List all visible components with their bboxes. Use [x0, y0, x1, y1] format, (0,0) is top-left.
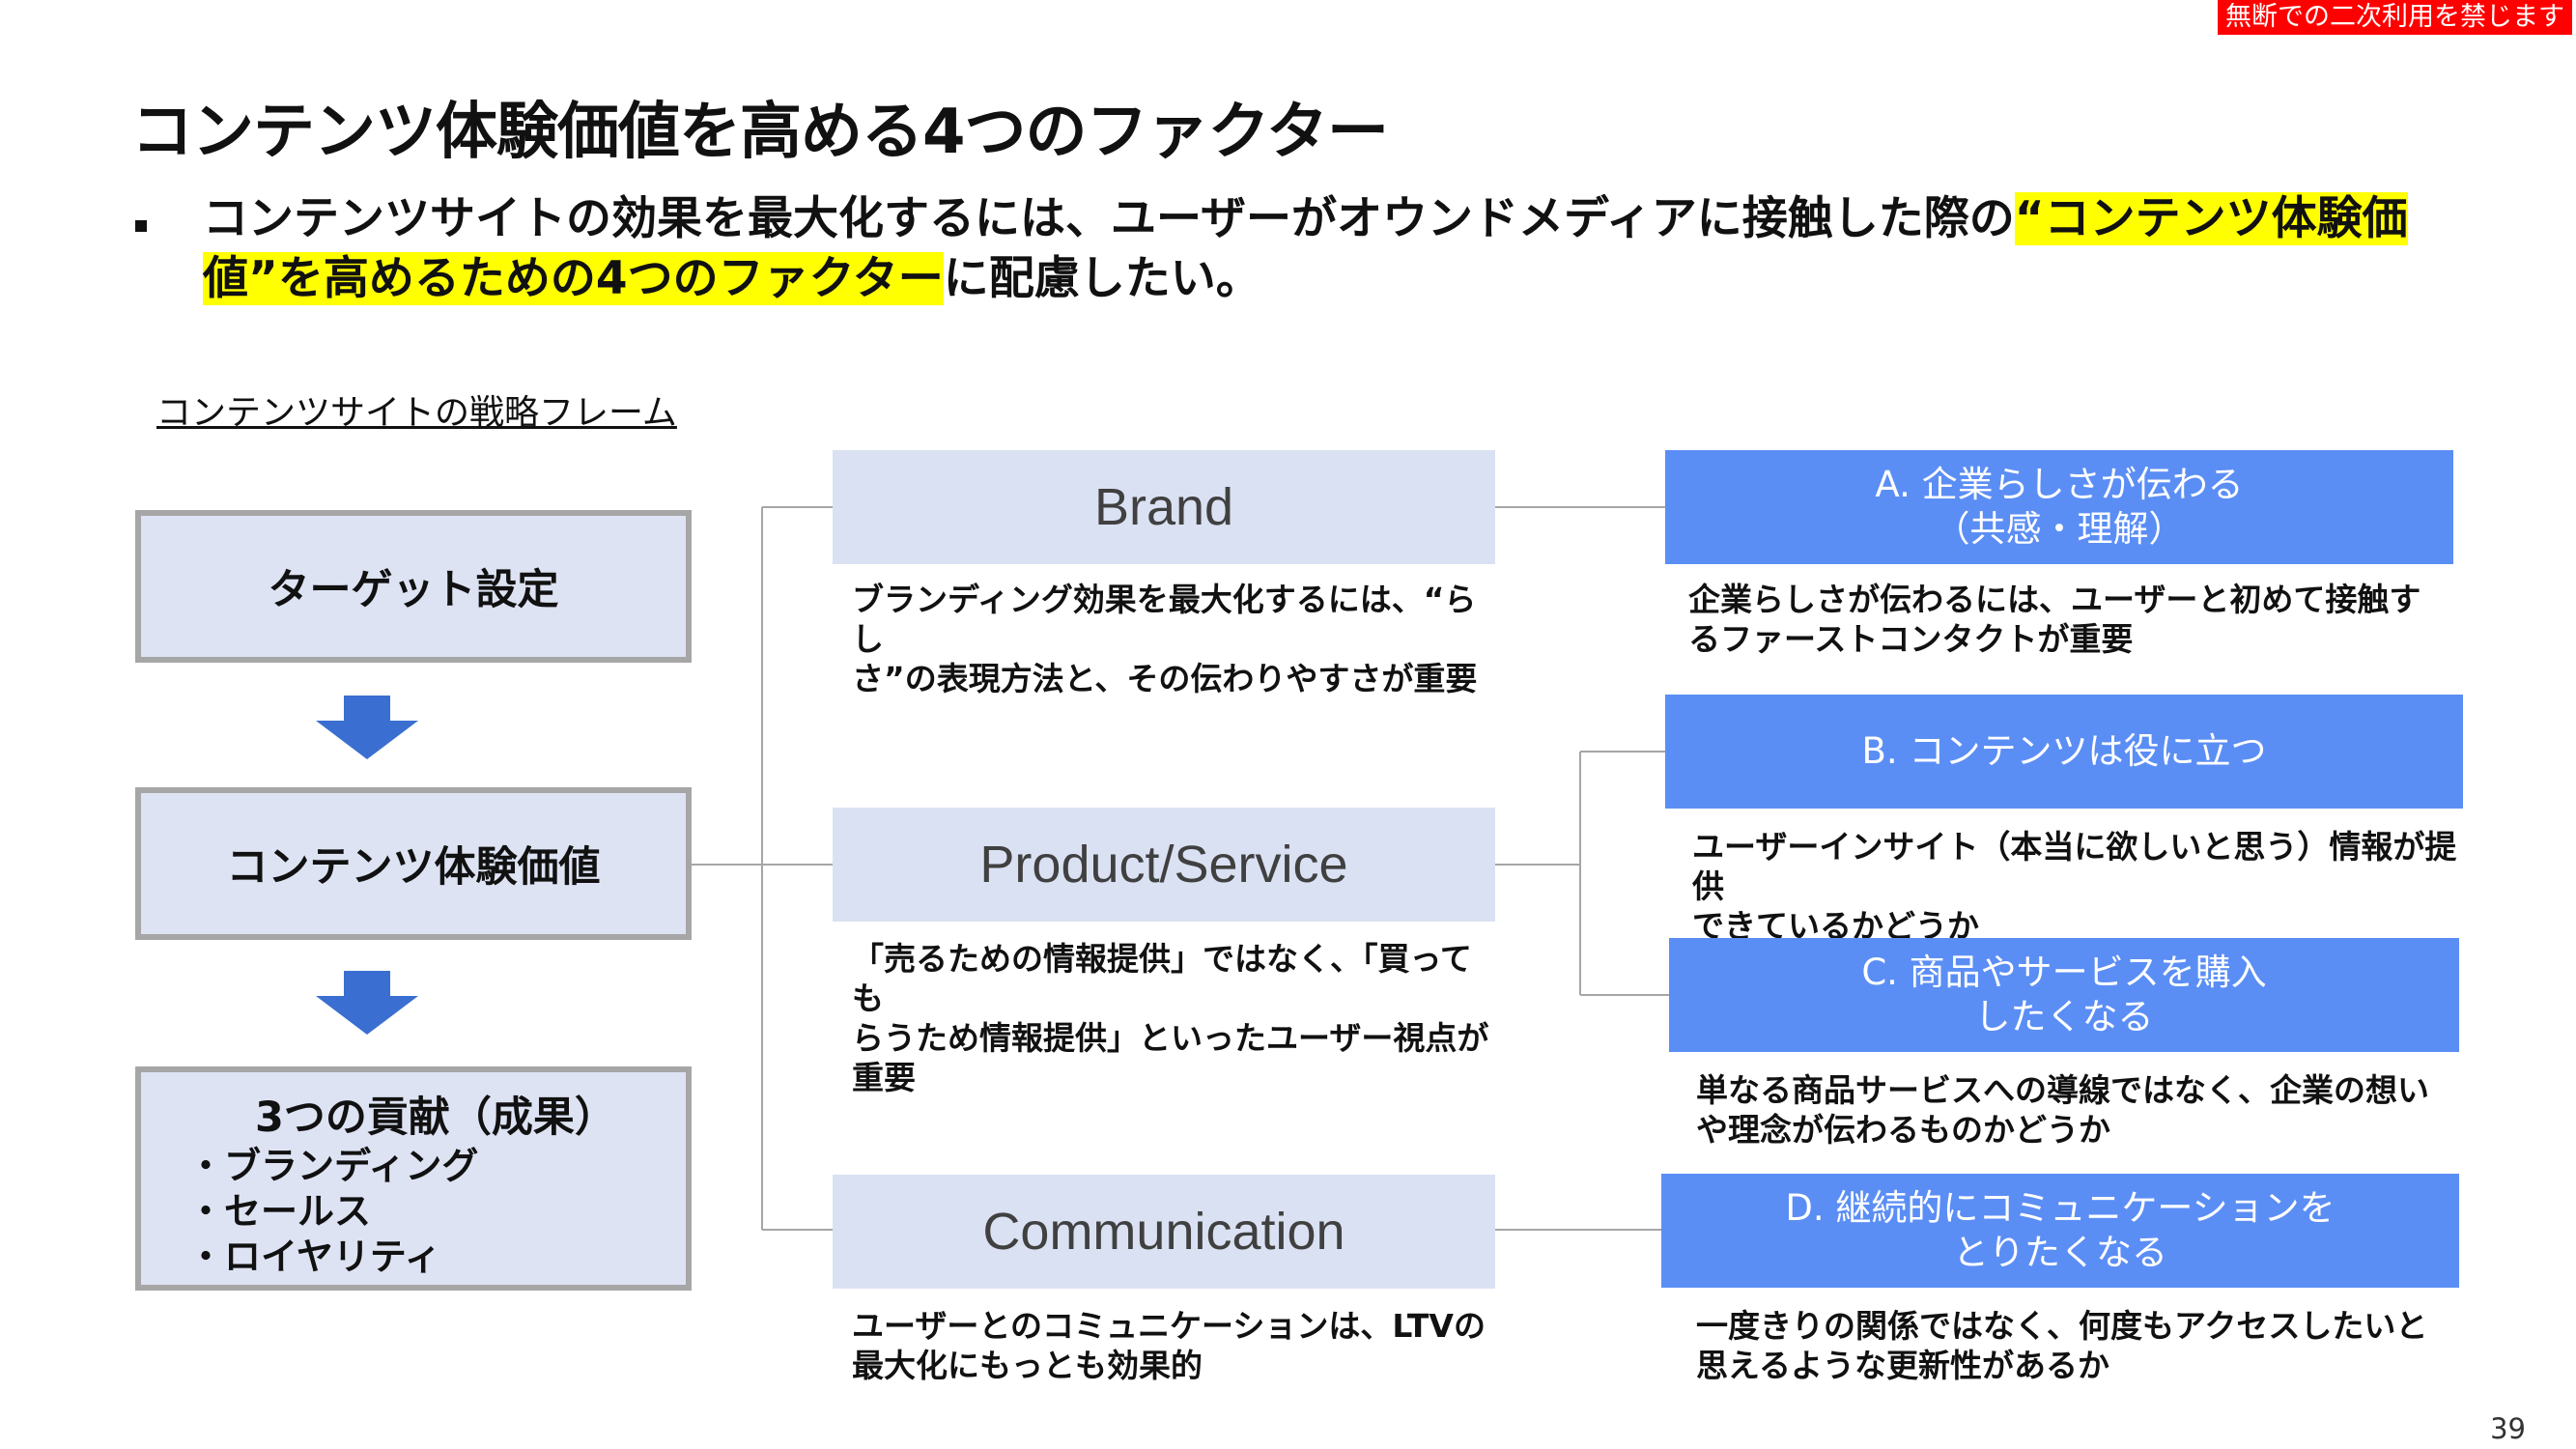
value-c-title-line: C. 商品やサービスを購入 [1861, 952, 2267, 993]
copyright-stamp: 無断での二次利用を禁じます [2218, 0, 2572, 35]
desc-line: や理念が伝わるものかどうか [1696, 1111, 2110, 1149]
page-title: コンテンツ体験価値を高める4つのファクター [131, 97, 1389, 168]
factor-brand-label: Brand [1093, 478, 1234, 536]
desc-line: 最大化にもっとも効果的 [852, 1347, 1203, 1384]
desc-line: 単なる商品サービスへの導線ではなく、企業の想い [1696, 1071, 2429, 1109]
desc-line: ユーザーとのコミュニケーションは、LTVの [852, 1307, 1486, 1345]
factor-product-service-desc: 「売るための情報提供」ではなく、「買っても らうため情報提供」といったユーザー視… [852, 939, 1489, 1097]
value-a-title-line: A. 企業らしさが伝わる [1875, 464, 2244, 505]
frame-label: コンテンツサイトの戦略フレーム [156, 393, 677, 433]
value-b-desc: ユーザーインサイト（本当に欲しいと思う）情報が提供 できているかどうか [1692, 827, 2465, 946]
contribution-box: 3つの貢献（成果） ・ブランディング ・セールス ・ロイヤリティ [135, 1066, 692, 1291]
value-d-title-line: とりたくなる [1953, 1232, 2167, 1273]
down-arrow-icon [316, 971, 418, 1035]
value-d-desc: 一度きりの関係ではなく、何度もアクセスしたいと 思えるような更新性があるか [1696, 1306, 2469, 1385]
value-c-desc: 単なる商品サービスへの導線ではなく、企業の想い や理念が伝わるものかどうか [1696, 1070, 2469, 1150]
desc-line: 思えるような更新性があるか [1696, 1347, 2110, 1384]
bullet-square-icon [135, 220, 147, 232]
desc-line: るファーストコンタクトが重要 [1688, 620, 2134, 658]
contribution-item: ・ロイヤリティ [187, 1236, 441, 1278]
desc-line: さ”の表現方法と、その伝わりやすさが重要 [852, 660, 1478, 697]
value-d-box: D. 継続的にコミュニケーションを とりたくなる [1661, 1174, 2459, 1288]
target-setting-label: ターゲット設定 [268, 566, 559, 614]
value-b-box: B. コンテンツは役に立つ [1665, 695, 2463, 809]
factor-product-service-label: Product/Service [979, 836, 1348, 894]
desc-line: 一度きりの関係ではなく、何度もアクセスしたいと [1696, 1307, 2428, 1345]
lead-after: に配慮したい。 [943, 252, 1261, 305]
value-d-title-line: D. 継続的にコミュニケーションを [1785, 1187, 2335, 1229]
content-value-box: コンテンツ体験価値 [135, 787, 692, 940]
desc-line: 重要 [852, 1059, 916, 1096]
lead-text: コンテンツサイトの効果を最大化するには、ユーザーがオウンドメディアに接触した際の… [203, 189, 2453, 309]
factor-brand-box: Brand [833, 450, 1495, 564]
desc-line: ユーザーインサイト（本当に欲しいと思う）情報が提供 [1692, 828, 2457, 905]
down-arrow-icon [316, 696, 418, 759]
desc-line: ブランディング効果を最大化するには、“らし [852, 581, 1477, 658]
desc-line: らうため情報提供」といったユーザー視点が [852, 1019, 1489, 1057]
content-value-label: コンテンツ体験価値 [226, 843, 601, 892]
value-b-title-line: B. コンテンツは役に立つ [1861, 730, 2267, 772]
contribution-item: ・セールス [187, 1190, 372, 1233]
factor-communication-label: Communication [982, 1203, 1345, 1261]
desc-line: 企業らしさが伝わるには、ユーザーと初めて接触す [1688, 581, 2421, 618]
factor-communication-desc: ユーザーとのコミュニケーションは、LTVの 最大化にもっとも効果的 [852, 1306, 1489, 1385]
factor-product-service-box: Product/Service [833, 808, 1495, 922]
lead-highlight-2: 値”を高めるための4つのファクター [203, 252, 944, 305]
desc-line: 「売るための情報提供」ではなく、「買っても [852, 940, 1472, 1017]
page-number: 39 [2490, 1412, 2526, 1445]
lead-highlight-1: “コンテンツ体験価 [2014, 192, 2408, 245]
value-c-box: C. 商品やサービスを購入 したくなる [1669, 938, 2459, 1052]
contribution-heading: 3つの貢献（成果） [255, 1094, 616, 1142]
value-a-title-line: （共感・理解） [1934, 508, 2185, 550]
value-a-box: A. 企業らしさが伝わる （共感・理解） [1665, 450, 2453, 564]
value-c-title-line: したくなる [1974, 996, 2154, 1037]
target-setting-box: ターゲット設定 [135, 510, 692, 663]
value-a-desc: 企業らしさが伝わるには、ユーザーと初めて接触す るファーストコンタクトが重要 [1688, 580, 2461, 659]
contribution-item: ・ブランディング [187, 1145, 479, 1187]
factor-brand-desc: ブランディング効果を最大化するには、“らし さ”の表現方法と、その伝わりやすさが… [852, 580, 1489, 698]
factor-communication-box: Communication [833, 1175, 1495, 1289]
lead-before: コンテンツサイトの効果を最大化するには、ユーザーがオウンドメディアに接触した際の [203, 192, 2015, 245]
